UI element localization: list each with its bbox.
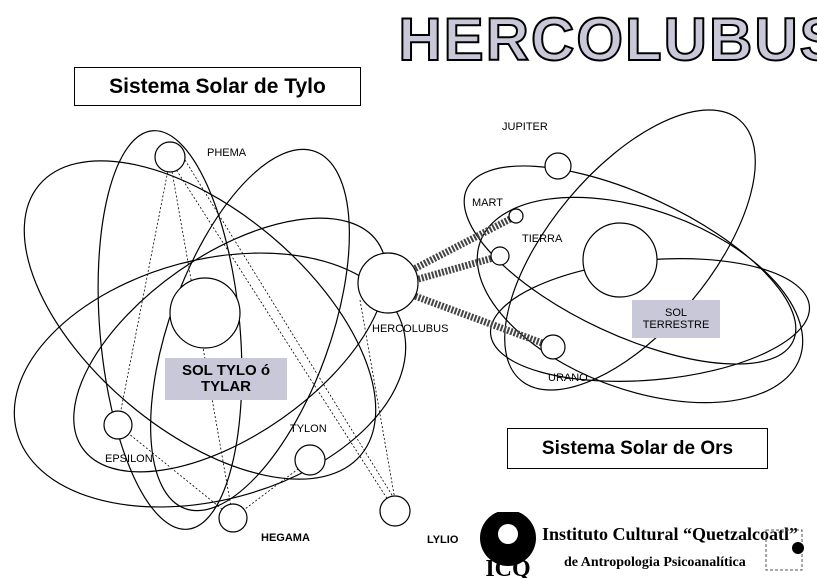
label-sun-tylo: SOL TYLO ó TYLAR [165, 358, 287, 400]
sun-tylo [169, 277, 241, 349]
label-mart: MART [472, 197, 503, 209]
label-hegama: HEGAMA [261, 532, 310, 544]
label-hercolubus: HERCOLUBUS [372, 323, 448, 335]
planet-tylon [294, 444, 326, 476]
planet-lylio [379, 495, 411, 527]
tylo-orbits [13, 130, 407, 530]
logo-initials: ICQ [485, 556, 530, 578]
planet-urano [540, 334, 566, 360]
label-sun-ors: SOL TERRESTRE [632, 300, 720, 338]
planet-epsilon [103, 410, 133, 440]
label-jupiter: JUPITER [502, 121, 548, 133]
logo-line2: de Antropologia Psicoanalítica [564, 555, 746, 570]
label-phema: PHEMA [207, 147, 247, 159]
aztec-glyph-icon [765, 529, 804, 571]
label-lylio: LYLIO [427, 534, 459, 546]
label-urano: URANO [548, 372, 588, 384]
label-tierra: TIERRA [522, 233, 563, 245]
main-title: HERCOLUBUS [398, 6, 817, 73]
planet-hercolubus [357, 252, 419, 314]
institute-logo: ICQ Instituto Cultural “Quetzalcoatl” de… [476, 512, 816, 578]
planet-jupiter [544, 152, 572, 180]
title-ors-system: Sistema Solar de Ors [507, 428, 768, 469]
logo-line1: Instituto Cultural “Quetzalcoatl” [542, 524, 798, 544]
planet-hegama [218, 503, 248, 533]
planet-mart [508, 208, 524, 224]
label-tylon: TYLON [290, 423, 327, 435]
label-epsilon: EPSILON [105, 453, 153, 465]
planet-phema [154, 141, 186, 173]
hercolubus-rays [410, 212, 555, 351]
planet-tierra [490, 246, 510, 266]
sun-ors [582, 222, 658, 298]
title-tylo-system: Sistema Solar de Tylo [74, 67, 361, 106]
dotted-links [117, 159, 396, 519]
